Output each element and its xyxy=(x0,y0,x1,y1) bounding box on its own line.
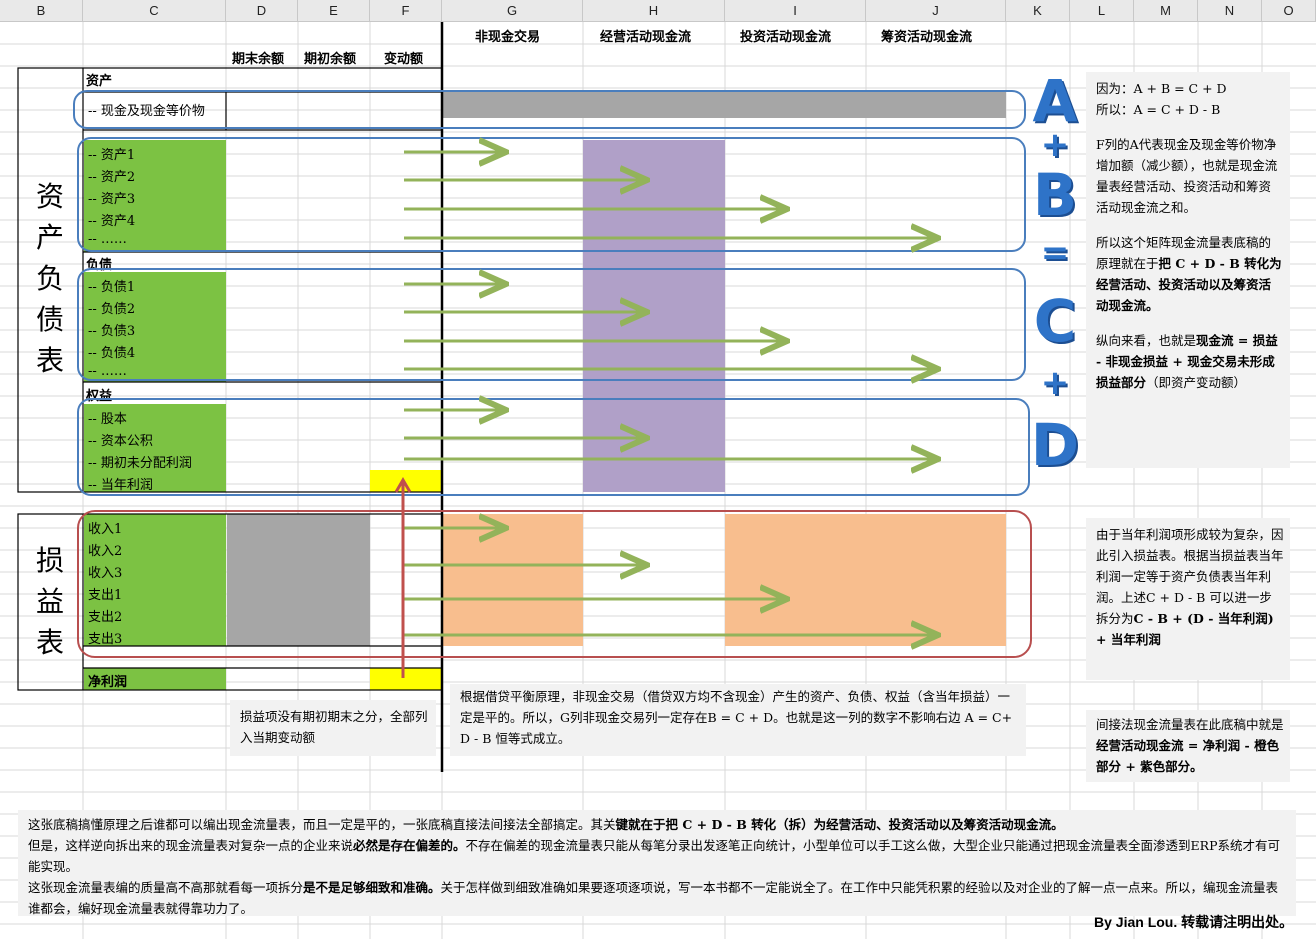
liability-row-label: -- 负债1 xyxy=(88,280,136,295)
income-region-box xyxy=(77,510,1032,658)
side-label-char: 产 xyxy=(35,221,64,254)
income-item-label: 收入2 xyxy=(88,544,123,559)
column-header-d[interactable]: D xyxy=(226,0,298,22)
net-profit-green-cell xyxy=(84,668,226,690)
header-change: 变动额 xyxy=(384,52,424,67)
note-line-therefore: 所以：A = C + D - B xyxy=(1096,102,1221,117)
note-f-column: F列的A代表现金及现金等价物净增加额（减少额），也就是现金流量表经营活动、投资活… xyxy=(1096,137,1278,215)
liability-row-label: -- 负债4 xyxy=(88,346,136,361)
equation-plus-2: + xyxy=(1040,363,1070,403)
header-operating: 经营活动现金流 xyxy=(600,30,692,45)
asset-row-label: -- 资产1 xyxy=(88,148,136,163)
asset-row-label: -- 资产4 xyxy=(88,214,136,229)
income-item-label: 支出2 xyxy=(88,610,123,625)
current-profit-change-yellow xyxy=(370,470,442,492)
note-vertical: 纵向来看，也就是现金流 = 损益 - 非现金损益 + 现金交易未形成损益部分（即… xyxy=(1096,333,1278,390)
income-item-label: 收入1 xyxy=(88,522,123,537)
column-header-n[interactable]: N xyxy=(1198,0,1262,22)
operating-purple-column xyxy=(583,140,725,492)
assets-green-block xyxy=(84,140,226,252)
asset-row-label: -- 资产2 xyxy=(88,170,136,185)
column-header-m[interactable]: M xyxy=(1134,0,1198,22)
assets-header: 资产 xyxy=(86,74,113,89)
equation-d: D xyxy=(1030,411,1080,479)
column-header-c[interactable]: C xyxy=(83,0,226,22)
author-signature: By Jian Lou. 转载请注明出处。 xyxy=(1094,914,1294,930)
header-begin-balance: 期初余额 xyxy=(304,52,357,67)
equity-header: 权益 xyxy=(86,389,113,404)
cash-region-box xyxy=(73,90,1026,129)
income-gray-block xyxy=(227,514,370,646)
net-profit-change-yellow xyxy=(370,668,442,690)
equity-green-block xyxy=(84,404,226,492)
asset-row-label: -- …… xyxy=(88,232,127,247)
income-statement-side-label: 损益表 xyxy=(30,540,70,663)
note-profit-loss-items: 损益项没有期初期末之分，全部列入当期变动额 xyxy=(230,700,436,756)
side-label-char: 表 xyxy=(35,344,64,377)
inv-fin-orange-block xyxy=(725,514,1006,646)
equity-row-label: -- 股本 xyxy=(88,412,127,427)
balance-sheet-side-label: 资产负债表 xyxy=(30,176,70,381)
equation-c: C xyxy=(1033,287,1077,355)
equation-equals: = xyxy=(1040,233,1070,273)
liability-row-label: -- …… xyxy=(88,364,127,379)
liability-row-label: -- 负债3 xyxy=(88,324,136,339)
equity-row-label: -- 资本公积 xyxy=(88,434,153,449)
note-equation-explanation: 因为：A + B = C + D 所以：A = C + D - B F列的A代表… xyxy=(1086,72,1290,468)
note-debit-credit-balance: 根据借贷平衡原理，非现金交易（借贷双方均不含现金）产生的资产、负债、权益（含当年… xyxy=(450,684,1026,756)
side-label-char: 债 xyxy=(35,303,64,336)
column-header-h[interactable]: H xyxy=(583,0,725,22)
column-header-l[interactable]: L xyxy=(1070,0,1134,22)
note-line-because: 因为：A + B = C + D xyxy=(1096,81,1227,96)
note-indirect-method: 间接法现金流量表在此底稿中就是经营活动现金流 = 净利润 - 橙色部分 + 紫色… xyxy=(1086,710,1290,782)
column-header-k[interactable]: K xyxy=(1006,0,1070,22)
column-header-e[interactable]: E xyxy=(298,0,370,22)
assets-region-box xyxy=(77,137,1026,252)
asset-row-label: -- 资产3 xyxy=(88,192,136,207)
equation-b: B xyxy=(1032,161,1078,229)
equity-row-label: -- 期初未分配利润 xyxy=(88,456,192,471)
income-green-block xyxy=(84,514,226,646)
header-financing: 筹资活动现金流 xyxy=(881,30,973,45)
summary-para-1: 这张底稿搞懂原理之后谁都可以编出现金流量表，而且一定是平的，一张底稿直接法间接法… xyxy=(28,817,1064,832)
side-label-char: 表 xyxy=(35,626,64,659)
column-header-j[interactable]: J xyxy=(866,0,1006,22)
side-label-char: 负 xyxy=(35,262,64,295)
equation-a: A xyxy=(1032,67,1078,135)
equity-region-box xyxy=(77,398,1030,496)
summary-para-3: 这张现金流量表编的质量高不高那就看每一项拆分是不是足够细致和准确。关于怎样做到细… xyxy=(28,880,1279,916)
header-non-cash: 非现金交易 xyxy=(475,30,541,45)
net-profit-label: 净利润 xyxy=(88,675,128,690)
liabilities-region-box xyxy=(77,268,1026,381)
liabilities-green-block xyxy=(84,272,226,382)
income-item-label: 支出1 xyxy=(88,588,123,603)
header-investing: 投资活动现金流 xyxy=(740,30,832,45)
column-header-g[interactable]: G xyxy=(442,0,583,22)
cash-gray-bar xyxy=(443,92,1006,118)
side-label-char: 益 xyxy=(35,585,64,618)
note-summary: 这张底稿搞懂原理之后谁都可以编出现金流量表，而且一定是平的，一张底稿直接法间接法… xyxy=(18,810,1296,916)
liability-row-label: -- 负债2 xyxy=(88,302,136,317)
summary-para-2: 但是，这样逆向拆出来的现金流量表对复杂一点的企业来说必然是存在偏差的。不存在偏差… xyxy=(28,838,1280,874)
header-end-balance: 期末余额 xyxy=(232,52,285,67)
column-header-b[interactable]: B xyxy=(0,0,83,22)
side-label-char: 资 xyxy=(35,180,64,213)
column-header-f[interactable]: F xyxy=(370,0,442,22)
equity-row-label: -- 当年利润 xyxy=(88,478,153,493)
cash-row-label: -- 现金及现金等价物 xyxy=(88,104,205,119)
income-item-label: 支出3 xyxy=(88,632,123,647)
equation-plus-1: + xyxy=(1040,125,1070,165)
column-header-i[interactable]: I xyxy=(725,0,866,22)
note-income-statement: 由于当年利润项形成较为复杂，因此引入损益表。根据当损益表当年利润一定等于资产负债… xyxy=(1086,518,1290,680)
side-label-char: 损 xyxy=(35,544,64,577)
note-matrix-principle: 所以这个矩阵现金流量表底稿的原理就在于把 C + D - B 转化为经营活动、投… xyxy=(1096,235,1282,313)
income-item-label: 收入3 xyxy=(88,566,123,581)
noncash-orange-block xyxy=(443,514,583,646)
